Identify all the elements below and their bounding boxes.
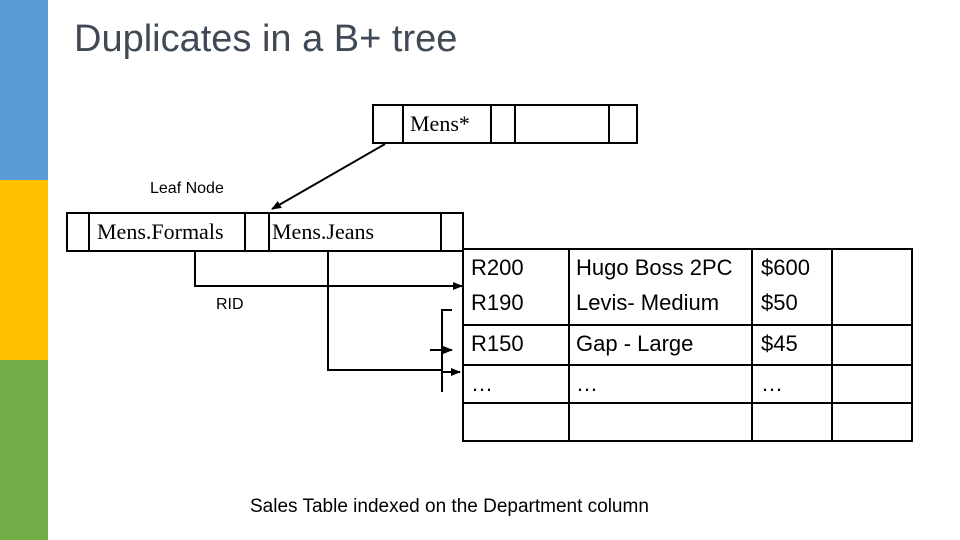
leaf-node-pointer-cell: [246, 214, 270, 250]
table-row-divider: [464, 324, 911, 326]
rid-bracket-line: [327, 252, 442, 371]
root-node-pointer-cell: [492, 106, 516, 142]
rid-pointer-line: [194, 252, 463, 290]
price-cell: $45: [761, 331, 798, 356]
item-cell: Gap - Large: [576, 331, 694, 356]
table-column-divider: [568, 250, 570, 440]
leaf-node-key-2: Mens.Jeans: [272, 219, 375, 244]
table-column-divider: [831, 250, 833, 440]
accent-band-yellow: [0, 180, 48, 360]
leaf-node-key-cell: [270, 214, 442, 250]
rid-cell: R190: [471, 290, 524, 315]
leaf-node-key-1: Mens.Formals: [97, 219, 224, 244]
leaf-node-pointer-cell: [68, 214, 90, 250]
rid-label: RID: [216, 296, 244, 313]
root-node-key-cell: [404, 106, 492, 142]
rid-cell: R200: [471, 255, 524, 280]
root-node-key-cell: [516, 106, 610, 142]
table-row-divider: [464, 402, 911, 404]
table-caption: Sales Table indexed on the Department co…: [250, 496, 649, 517]
price-cell: $600: [761, 255, 810, 280]
table-row-divider: [464, 364, 911, 366]
rid-cell: …: [471, 371, 493, 396]
item-cell: Levis- Medium: [576, 290, 720, 315]
root-to-leaf-arrow: [271, 143, 386, 210]
rid-bracket: [441, 309, 452, 392]
accent-band-green: [0, 360, 48, 540]
table-column-divider: [751, 250, 753, 440]
accent-band-blue: [0, 0, 48, 180]
root-node: [372, 104, 638, 144]
rid-cell: R150: [471, 331, 524, 356]
price-cell: …: [761, 371, 783, 396]
leaf-node-key-cell: [90, 214, 246, 250]
accent-sidebar: [0, 0, 48, 540]
root-node-pointer-cell: [374, 106, 404, 142]
item-cell: …: [576, 371, 598, 396]
sales-table: [462, 248, 913, 442]
slide-title: Duplicates in a B+ tree: [74, 18, 458, 60]
price-cell: $50: [761, 290, 798, 315]
item-cell: Hugo Boss 2PC: [576, 255, 733, 280]
leaf-node: [66, 212, 464, 252]
leaf-node-label: Leaf Node: [150, 180, 224, 197]
root-node-key: Mens*: [410, 111, 470, 136]
